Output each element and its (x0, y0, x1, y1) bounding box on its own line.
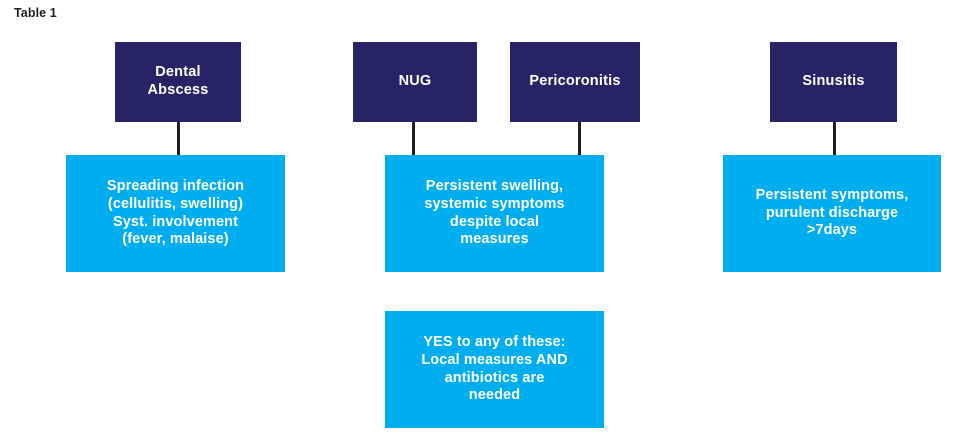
condition-node-label: NUG (398, 73, 432, 90)
condition-node-label: Pericoronitis (529, 73, 621, 90)
criteria-node-sinusitis[interactable]: Persistent symptoms, purulent discharge … (723, 155, 941, 272)
condition-node-pericoronitis[interactable]: Pericoronitis (510, 42, 640, 122)
condition-node-dental-abscess[interactable]: Dental Abscess (115, 42, 241, 122)
page-title: Table 1 (14, 6, 57, 20)
outcome-node-label: YES to any of these: Local measures AND … (421, 334, 568, 404)
connector-sinusitis (833, 122, 836, 156)
condition-node-label: Dental Abscess (147, 64, 209, 98)
condition-node-sinusitis[interactable]: Sinusitis (770, 42, 897, 122)
criteria-node-label: Spreading infection (cellulitis, swellin… (106, 178, 245, 248)
criteria-node-nug-pericoronitis[interactable]: Persistent swelling, systemic symptoms d… (385, 155, 604, 272)
criteria-node-label: Persistent symptoms, purulent discharge … (755, 186, 909, 239)
criteria-node-dental-abscess[interactable]: Spreading infection (cellulitis, swellin… (66, 155, 285, 272)
connector-nug (412, 122, 415, 156)
criteria-node-label: Persistent swelling, systemic symptoms d… (424, 178, 565, 248)
connector-dental-abscess (177, 122, 180, 156)
connector-pericoronitis (578, 122, 581, 156)
condition-node-label: Sinusitis (802, 73, 865, 90)
outcome-node-antibiotics[interactable]: YES to any of these: Local measures AND … (385, 311, 604, 428)
condition-node-nug[interactable]: NUG (353, 42, 477, 122)
